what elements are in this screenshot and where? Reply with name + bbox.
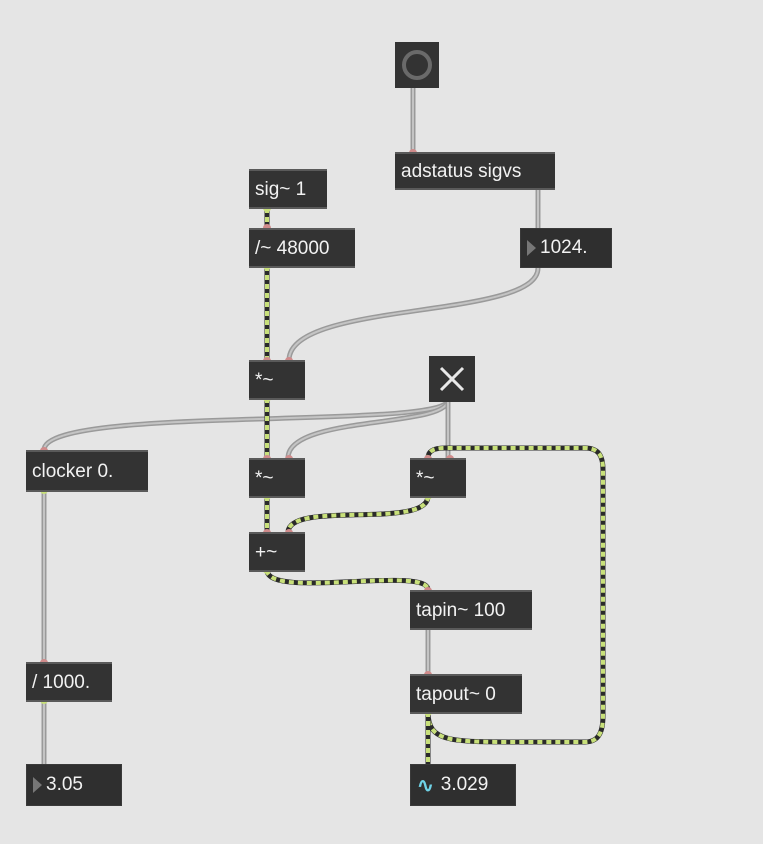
signal-value: 3.029 (440, 774, 489, 795)
signal-number[interactable]: ∿ 3.029 (410, 764, 516, 806)
div1000-label: / 1000. (32, 671, 91, 693)
adstatus-object[interactable]: adstatus sigvs (395, 152, 555, 190)
sig-object[interactable]: sig~ 1 (249, 169, 327, 209)
seconds-number[interactable]: 3.05 (26, 764, 122, 806)
mul1-object[interactable]: *~ (249, 360, 305, 400)
cord-number-mul1[interactable] (286, 267, 541, 361)
bang-button-icon (402, 50, 432, 80)
cord-mul3-plus[interactable] (285, 495, 431, 533)
mul2-object[interactable]: *~ (249, 458, 305, 498)
clocker-label: clocker 0. (32, 460, 114, 482)
adstatus-label: adstatus sigvs (401, 160, 522, 182)
seconds-value: 3.05 (46, 774, 83, 795)
div1000-object[interactable]: / 1000. (26, 662, 112, 702)
tapin-object[interactable]: tapin~ 100 (410, 590, 532, 630)
bang-button[interactable] (395, 42, 439, 88)
plus-label: +~ (255, 541, 278, 563)
sig-label: sig~ 1 (255, 178, 307, 200)
plus-object[interactable]: +~ (249, 532, 305, 572)
number-triangle-icon (33, 777, 42, 793)
divide-object[interactable]: /~ 48000 (249, 228, 355, 268)
mul3-label: *~ (416, 467, 435, 489)
clocker-object[interactable]: clocker 0. (26, 450, 148, 492)
tapout-object[interactable]: tapout~ 0 (410, 674, 522, 714)
vectorsize-value: 1024. (540, 237, 588, 258)
toggle-x-icon (439, 366, 465, 392)
cord-toggle-clocker[interactable] (41, 398, 451, 451)
mul1-label: *~ (255, 369, 274, 391)
tapout-label: tapout~ 0 (416, 683, 496, 705)
vectorsize-number[interactable]: 1024. (520, 228, 612, 268)
tapin-label: tapin~ 100 (416, 599, 506, 621)
divide-label: /~ 48000 (255, 237, 330, 259)
mul2-label: *~ (255, 467, 274, 489)
mul3-object[interactable]: *~ (410, 458, 466, 498)
signal-wave-icon: ∿ (417, 774, 434, 797)
number-triangle-icon (527, 240, 536, 256)
toggle[interactable] (429, 356, 475, 402)
